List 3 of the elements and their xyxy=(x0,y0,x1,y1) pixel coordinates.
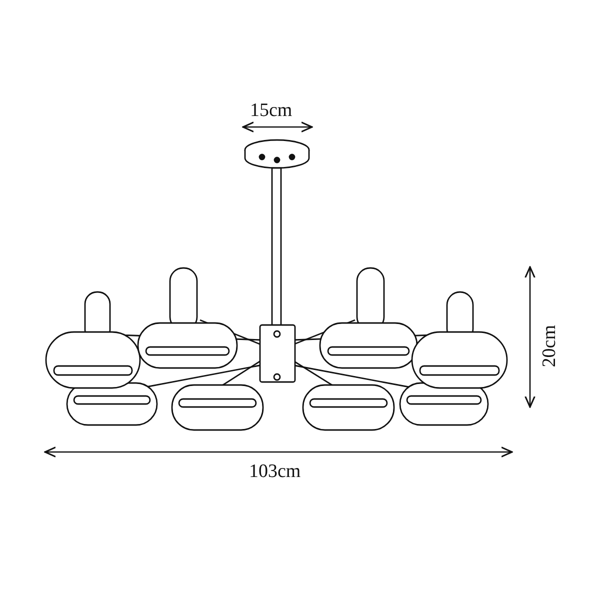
dimension-label: 15cm xyxy=(250,101,292,120)
dimension-label: 20cm xyxy=(540,325,559,368)
dimension-label: 103cm xyxy=(249,462,301,481)
